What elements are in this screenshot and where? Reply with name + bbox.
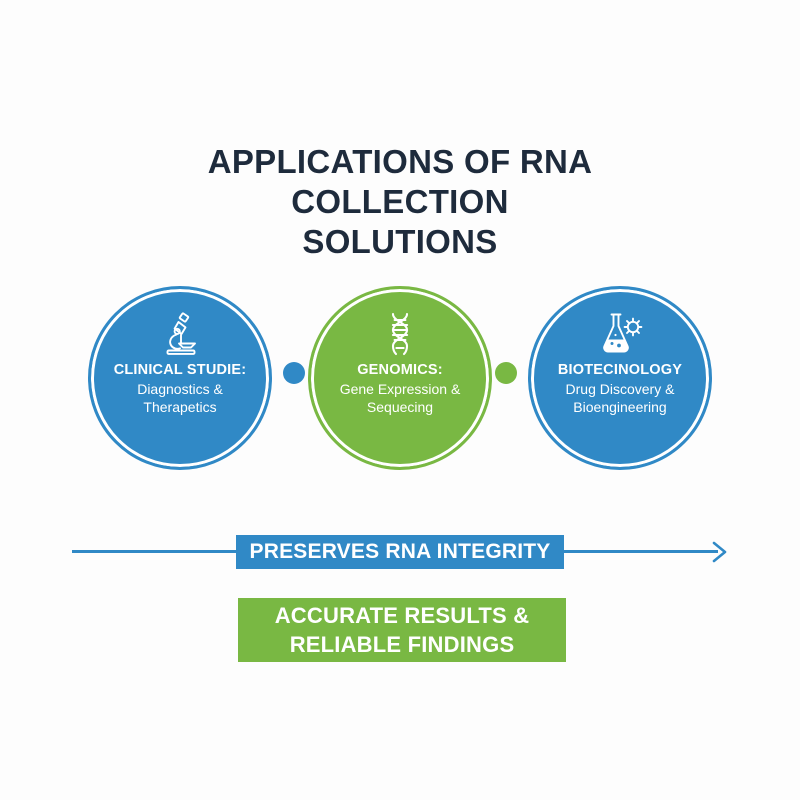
node-subtitle-line-1: Diagnostics & bbox=[137, 381, 223, 397]
page-title: APPLICATIONS OF RNA COLLECTION SOLUTIONS bbox=[120, 142, 680, 262]
microscope-icon bbox=[156, 309, 204, 357]
node-subtitle-line-1: Drug Discovery & bbox=[565, 381, 675, 397]
application-nodes-row: CLINICAL STUDIE: Diagnostics & Therapeti… bbox=[0, 286, 800, 470]
node-genomics[interactable]: GENOMICS: Gene Expression & Sequecing bbox=[308, 286, 492, 470]
node-text-clinical-studies: CLINICAL STUDIE: Diagnostics & Therapeti… bbox=[94, 361, 266, 416]
connector-dot-1 bbox=[283, 362, 305, 384]
connector-dot-2 bbox=[495, 362, 517, 384]
node-text-biotechnology: BIOTECINOLOGY Drug Discovery & Bioengine… bbox=[534, 361, 706, 416]
banner-green-line-1: ACCURATE RESULTS & bbox=[274, 603, 530, 628]
banner-blue-label: PRESERVES RNA INTEGRITY bbox=[249, 540, 551, 563]
banner-green-line-2: RELIABLE FINDINGS bbox=[289, 632, 515, 657]
title-line-3: SOLUTIONS bbox=[302, 223, 498, 260]
node-subtitle-line-2: Sequecing bbox=[366, 399, 434, 415]
banner-accurate-results[interactable]: ACCURATE RESULTS & RELIABLE FINDINGS bbox=[238, 598, 566, 662]
arrow-head-icon bbox=[706, 540, 730, 564]
node-subtitle-line-2: Therapetics bbox=[143, 399, 217, 415]
node-subtitle-line-1: Gene Expression & bbox=[339, 381, 461, 397]
node-text-genomics: GENOMICS: Gene Expression & Sequecing bbox=[314, 361, 486, 416]
node-biotechnology[interactable]: BIOTECINOLOGY Drug Discovery & Bioengine… bbox=[528, 286, 712, 470]
node-title: GENOMICS: bbox=[357, 362, 443, 378]
title-line-1: APPLICATIONS OF RNA bbox=[207, 143, 593, 180]
title-line-2: COLLECTION bbox=[291, 183, 509, 220]
node-title: CLINICAL STUDIE: bbox=[113, 362, 247, 378]
node-title: BIOTECINOLOGY bbox=[557, 362, 683, 378]
node-clinical-studies[interactable]: CLINICAL STUDIE: Diagnostics & Therapeti… bbox=[88, 286, 272, 470]
node-subtitle-line-2: Bioengineering bbox=[573, 399, 667, 415]
process-arrow: PRESERVES RNA INTEGRITY bbox=[0, 524, 800, 580]
banner-preserves-rna-integrity[interactable]: PRESERVES RNA INTEGRITY bbox=[236, 535, 564, 569]
flask-gear-icon bbox=[596, 309, 644, 357]
dna-helix-icon bbox=[376, 309, 424, 357]
